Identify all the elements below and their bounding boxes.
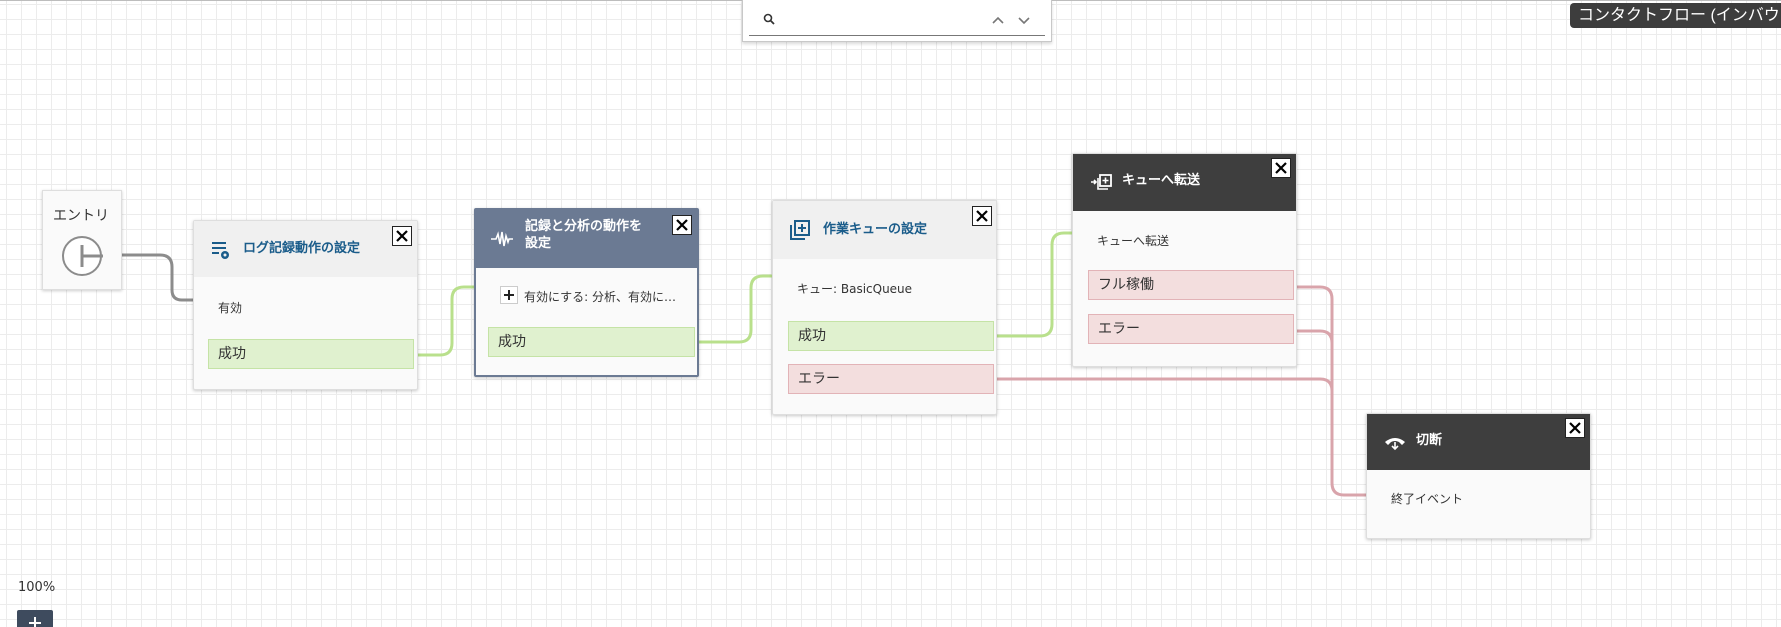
close-button[interactable]: [392, 226, 412, 246]
block-header[interactable]: 記録と分析の動作を 設定: [476, 210, 697, 268]
block-disconnect[interactable]: 切断 終了イベント: [1366, 413, 1591, 539]
block-header[interactable]: 切断: [1367, 414, 1590, 470]
block-parameter: キュー: BasicQueue: [797, 282, 913, 296]
search-icon: [763, 13, 775, 25]
wire-queue-success: [991, 231, 1087, 338]
zoom-in-button[interactable]: [17, 610, 53, 627]
branch-success[interactable]: 成功: [788, 321, 994, 351]
search-input[interactable]: [783, 9, 973, 31]
block-header[interactable]: キューへ転送: [1073, 154, 1296, 211]
block-parameter: 有効にする: 分析、有効に…: [524, 290, 676, 304]
close-button[interactable]: [1565, 418, 1585, 438]
branch-error[interactable]: エラー: [1088, 314, 1294, 344]
close-button[interactable]: [1271, 158, 1291, 178]
chevron-down-icon[interactable]: [1016, 12, 1032, 28]
block-parameter: 終了イベント: [1391, 492, 1464, 506]
close-icon: [676, 219, 688, 231]
block-set-working-queue[interactable]: 作業キューの設定 キュー: BasicQueue 成功 エラー: [772, 200, 997, 415]
block-header[interactable]: ログ記録動作の設定: [194, 221, 417, 277]
block-title: キューへ転送: [1122, 173, 1201, 188]
chevron-up-icon[interactable]: [990, 12, 1006, 28]
branch-success[interactable]: 成功: [208, 339, 414, 369]
wire-entry-to-log: [82, 253, 206, 302]
search-underline: [749, 35, 1045, 36]
branch-error[interactable]: エラー: [788, 364, 994, 394]
zoom-level: 100%: [18, 580, 56, 595]
block-set-logging[interactable]: ログ記録動作の設定 有効 成功: [193, 220, 418, 390]
block-title: 作業キューの設定: [823, 222, 928, 237]
wire-log-success: [414, 285, 486, 357]
block-title-line2: 設定: [525, 236, 552, 251]
logging-settings-icon: [212, 242, 229, 259]
waveform-icon: [491, 231, 513, 247]
entry-start-icon[interactable]: [61, 235, 103, 277]
add-queue-icon: [790, 220, 810, 240]
close-button[interactable]: [972, 206, 992, 226]
block-title-line1: 記録と分析の動作を: [525, 219, 643, 234]
block-set-recording-analytics[interactable]: 記録と分析の動作を 設定 有効にする: 分析、有効に… 成功: [474, 208, 699, 377]
wire-transfer-error: [1290, 329, 1334, 483]
wire-queue-error: [991, 377, 1380, 497]
entry-block[interactable]: エントリ: [42, 190, 122, 290]
branch-at-capacity[interactable]: フル稼働: [1088, 270, 1294, 300]
flow-title-tag: コンタクトフロー (インバウンド): [1570, 3, 1781, 28]
close-icon: [396, 230, 408, 242]
entry-label: エントリ: [53, 208, 109, 224]
wire-transfer-full: [1290, 285, 1334, 483]
block-header[interactable]: 作業キューの設定: [773, 201, 996, 259]
transfer-queue-icon: [1091, 174, 1112, 190]
block-parameter: キューへ転送: [1097, 234, 1170, 248]
hang-up-icon: [1385, 438, 1405, 451]
plus-icon: [29, 617, 41, 627]
block-title: 切断: [1416, 433, 1443, 448]
block-title: ログ記録動作の設定: [243, 241, 361, 256]
close-icon: [1569, 422, 1581, 434]
branch-success[interactable]: 成功: [488, 327, 695, 357]
wire-analytics-success: [692, 274, 785, 344]
search-bar: [742, 0, 1052, 42]
close-icon: [976, 210, 988, 222]
plus-icon[interactable]: [500, 286, 518, 304]
block-title: 記録と分析の動作を 設定: [525, 218, 642, 252]
block-parameter: 有効: [218, 301, 243, 315]
block-transfer-to-queue[interactable]: キューへ転送 キューへ転送 フル稼働 エラー: [1072, 153, 1297, 367]
close-button[interactable]: [672, 215, 692, 235]
close-icon: [1275, 162, 1287, 174]
